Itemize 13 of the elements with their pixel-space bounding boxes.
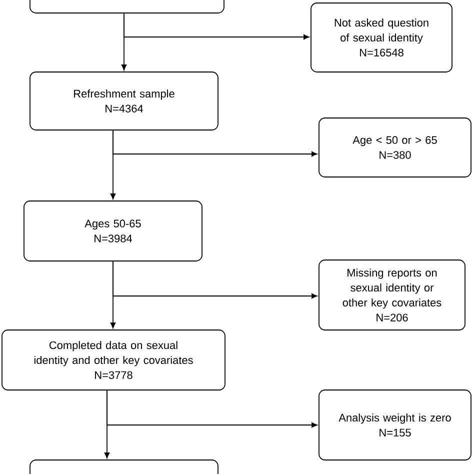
arrow	[106, 390, 318, 428]
process-box: Ages 50-65 N=3984	[24, 200, 202, 262]
process-box: Completed data on sexual identity and other key covariates N=3778	[2, 330, 226, 390]
arrow	[124, 13, 310, 40]
arrow	[112, 261, 318, 299]
process-box	[30, 0, 224, 14]
arrow	[112, 130, 318, 157]
process-box	[30, 460, 218, 474]
process-box: Refreshment sample N=4364	[30, 72, 218, 130]
exclusion-box: Age < 50 or > 65 N=380	[318, 118, 472, 178]
exclusion-box: Analysis weight is zero N=155	[318, 390, 472, 460]
exclusion-box: Missing reports on sexual identity or other key covariates N=206	[318, 260, 466, 330]
exclusion-box: Not asked question of sexual identity N=16548	[310, 2, 452, 72]
